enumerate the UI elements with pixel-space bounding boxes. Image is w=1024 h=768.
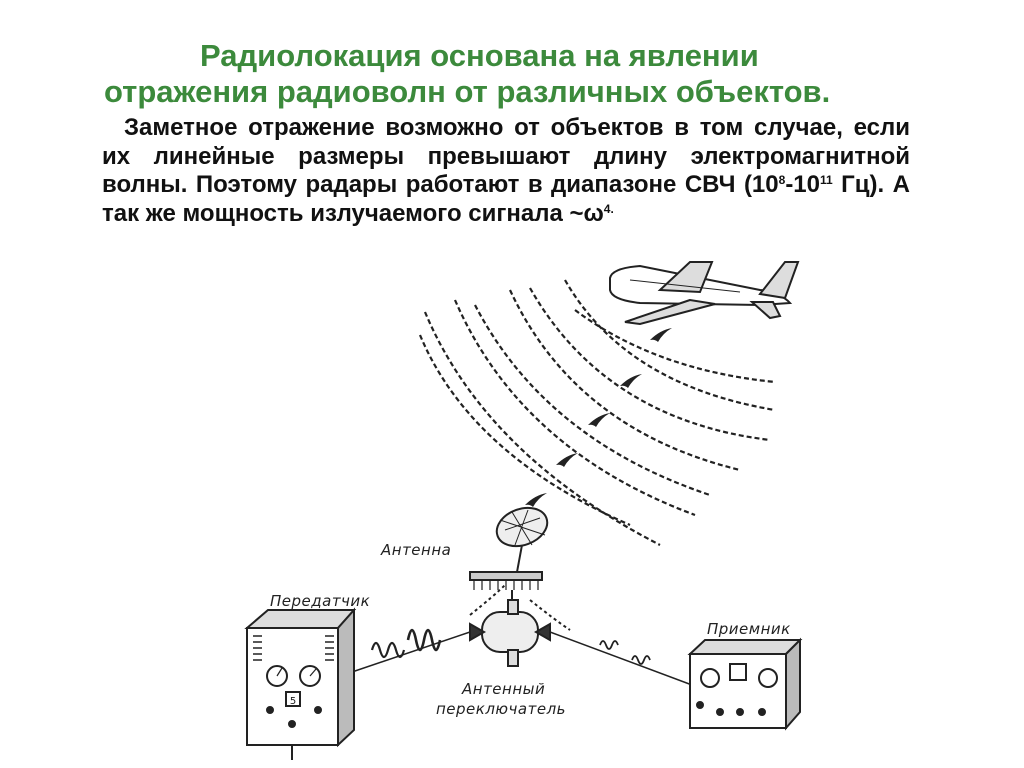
wave-arc xyxy=(453,299,696,517)
switch-label-line-2: переключатель xyxy=(436,700,567,718)
transmitter-icon xyxy=(244,607,357,760)
title-line-1: Радиолокация основана на явлении xyxy=(200,38,759,73)
wave-arc xyxy=(574,309,776,384)
wave-arc xyxy=(474,304,711,497)
connections xyxy=(351,584,693,686)
receiver-icon xyxy=(687,637,803,731)
superscript-4: 4. xyxy=(603,201,614,216)
antenna-label: Антенна xyxy=(381,541,452,559)
wave-arc xyxy=(423,311,661,546)
transmitter-indicator: 5 xyxy=(290,696,296,707)
superscript-8: 8 xyxy=(778,173,786,187)
body-text-part-2: -10 xyxy=(785,171,820,198)
wave-arc xyxy=(564,279,776,412)
switch-label-line-1: Антенный xyxy=(462,680,546,698)
pulse-chevron xyxy=(588,413,610,427)
radio-waves xyxy=(418,279,776,546)
airplane-icon xyxy=(609,261,800,326)
wave-arc xyxy=(509,289,741,472)
title-line-2: отражения радиоволн от различных объекто… xyxy=(104,74,831,109)
pulse-chevron xyxy=(525,493,547,507)
wave-arc xyxy=(418,334,631,527)
body-text-part-1: Заметное отражение возможно от объектов … xyxy=(102,114,910,198)
superscript-11: 11 xyxy=(820,173,833,187)
transmitter-label: Передатчик xyxy=(270,592,371,610)
receiver-label: Приемник xyxy=(707,620,791,638)
body-paragraph: Заметное отражение возможно от объектов … xyxy=(102,114,910,228)
pulse-chevron xyxy=(650,328,672,342)
antenna-icon xyxy=(469,506,549,612)
slide-title: Радиолокация основана на явлении отражен… xyxy=(104,38,924,110)
pulse-chevron xyxy=(556,453,578,467)
body-text-part-3: Гц). А так же мощность излучаемого сигна… xyxy=(102,171,910,227)
antenna-switch-icon xyxy=(469,599,551,667)
pulse-chevron xyxy=(620,374,642,388)
reflected-pulses xyxy=(525,328,672,507)
